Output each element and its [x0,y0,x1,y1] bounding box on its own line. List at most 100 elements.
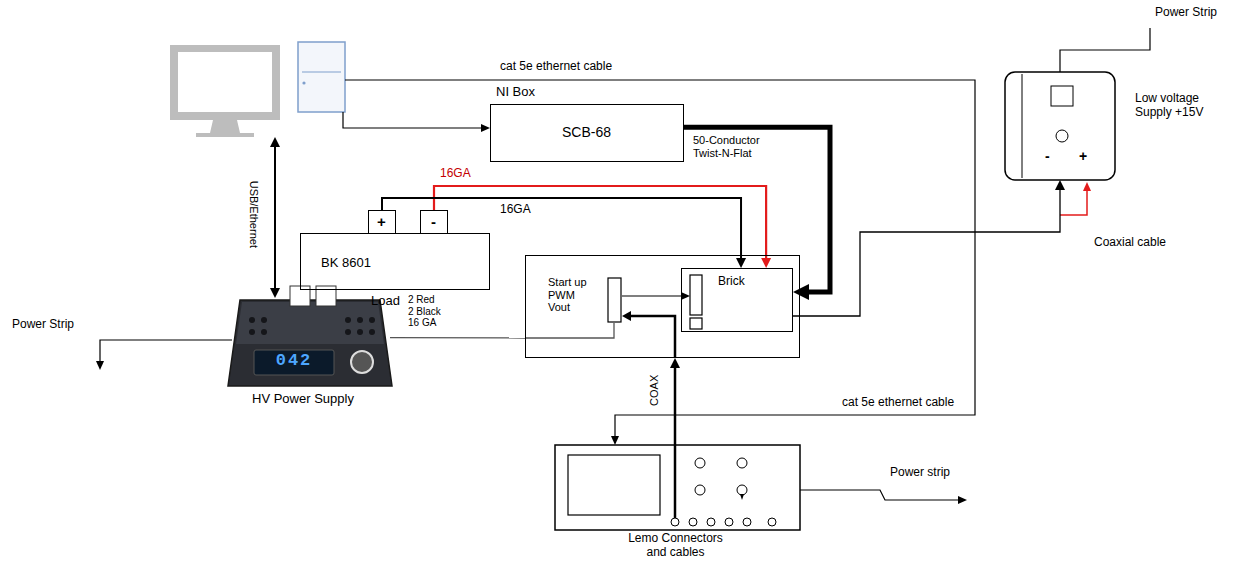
scope-knob [737,458,747,468]
socket [357,317,363,323]
wire-label: Coaxial cable [1094,236,1166,250]
hv-body [228,300,392,386]
monitor-screen [178,52,272,112]
hv-power-supply: 042HV Power Supply [230,298,390,388]
lv-display [1051,86,1073,106]
hv-display [254,350,334,375]
lv-knob [1056,130,1068,142]
brick-module: Brick [681,268,793,332]
power-wire [800,490,959,500]
arrowhead [611,436,619,445]
oscilloscope: Lemo Connectors and cables [555,445,800,530]
power-wire [1060,28,1150,72]
computer-tower [298,42,345,112]
scope-knob [695,458,705,468]
terminal: - [420,210,448,234]
arrowhead [761,258,771,268]
arrowhead [670,358,680,368]
lemo-connector [725,518,733,526]
oscilloscope-illustration [555,445,800,530]
cable-label: USB/Ethernet [247,181,260,248]
usb-wire [274,145,276,290]
arrowhead [96,361,104,370]
low-voltage-supply-illustration [1005,72,1115,180]
monitor-stand [210,120,240,133]
board-wire [622,295,682,296]
arrowhead [681,292,690,300]
hv-sockets [249,317,375,335]
power-label: Power Strip [1155,6,1217,20]
brick-connector [690,275,702,315]
scope-knob-pointer [740,494,744,500]
coax-branch [1060,190,1087,215]
node-text: 042 [254,351,334,371]
scope-knob [737,485,747,495]
arrowhead [270,288,280,298]
socket [345,329,351,335]
node-caption: SCB-68 [491,124,682,140]
node-text: NI Box [496,85,535,100]
hv-knob [351,351,373,373]
node-text: BK 8601 [321,256,371,271]
connector [793,190,1060,316]
lemo-connector [743,518,751,526]
connector [390,337,525,339]
connector [434,186,766,258]
hv-board-wire [525,323,614,338]
coax-wire [630,316,675,358]
arrowhead [1055,180,1065,190]
scope-knob [695,485,705,495]
arrowhead [736,258,746,268]
socket [249,317,255,323]
hv-power-supply-illustration [228,286,392,386]
socket [345,317,351,323]
lemo-connector [768,518,776,526]
node-caption: HV Power Supply [252,392,354,407]
lv-side [1022,74,1023,178]
arrowhead [1083,182,1091,191]
cable-label: cat 5e ethernet cable [500,60,612,74]
node-caption: Load [371,294,400,309]
lemo-connector [689,518,697,526]
lemo-connector [707,518,715,526]
wire-label: 2 Red 2 Black 16 GA [408,294,442,329]
wire-label: 16GA [440,167,471,181]
arrowhead [270,137,280,147]
scope-body [555,445,800,530]
startup-connector [608,278,621,322]
node-text: + [369,213,394,230]
power-label: Power strip [890,466,950,480]
hv-top-face [236,302,384,344]
node-text: - [421,213,446,230]
connector [382,198,741,258]
lemo-connector [671,518,679,526]
monitor-frame [170,45,280,120]
tower-led [302,81,305,84]
tower-case [298,42,345,112]
arrowhead [481,124,490,132]
socket [369,317,375,323]
tower-bay [302,72,341,73]
terminal-sign: - [1045,148,1050,164]
cable-label: cat 5e ethernet cable [842,396,954,410]
hv-connector [316,286,336,306]
wire-label: COAX [648,375,661,406]
terminal-sign: + [1079,148,1087,164]
low-voltage-supply: Low voltage Supply +15V [1005,72,1115,180]
socket [261,329,267,335]
ethernet-wire [345,80,975,437]
socket [261,317,267,323]
arrowhead [793,284,809,300]
power-wire [100,340,232,362]
power-label: Power Strip [12,318,74,332]
node-text: Low voltage Supply +15V [1135,92,1227,120]
connector [674,368,677,445]
electronic-load: BK 8601Load+- [300,233,490,290]
monitor-base [196,133,254,137]
wire-label: 50-Conductor Twist-N-Flat [693,134,778,159]
socket [369,329,375,335]
node-text: Start up PWM Vout [548,276,592,314]
pc-ni-wire [343,112,482,128]
converter-board: Start up PWM Vout Brick [525,255,800,358]
